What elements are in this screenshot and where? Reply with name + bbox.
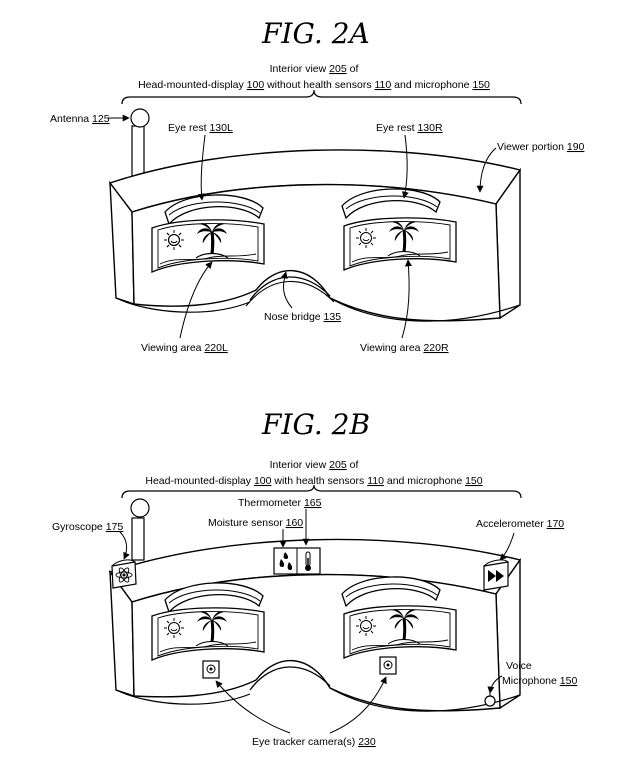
atom-icon — [111, 559, 137, 589]
moisture-sensor-label: Moisture sensor 160 — [208, 517, 303, 529]
eye-rest-right-label: Eye rest 130R — [376, 122, 443, 134]
fast-forward-icon — [483, 559, 509, 591]
thermometer-label: Thermometer 165 — [238, 497, 322, 509]
antenna-icon — [130, 498, 150, 561]
fig-2b-title: FIG. 2B — [261, 408, 370, 441]
eye-rest-left-label: Eye rest 130L — [168, 122, 233, 134]
thermometer-icon — [305, 551, 311, 571]
voice-label: Voice — [506, 660, 532, 672]
viewer-portion-label: Viewer portion 190 — [497, 141, 585, 153]
camera-icon — [379, 656, 397, 675]
accelerometer-label: Accelerometer 170 — [476, 518, 564, 530]
camera-icon — [202, 660, 220, 679]
eye-tracker-label: Eye tracker camera(s) 230 — [252, 736, 376, 748]
fig-2b-caption-line1: Interior view 205 of — [270, 459, 359, 471]
viewing-area-right-label: Viewing area 220R — [360, 342, 449, 354]
gyroscope-label: Gyroscope 175 — [52, 521, 123, 533]
fig-2a-caption-line2: Head-mounted-display 100 without health … — [138, 79, 490, 91]
fig-2b-leaders — [119, 509, 515, 734]
nose-bridge-label: Nose bridge 135 — [264, 311, 341, 323]
droplets-icon — [279, 552, 293, 570]
antenna-icon — [130, 108, 150, 177]
fig-2a-bracket — [121, 89, 522, 105]
viewing-area-left-label: Viewing area 220L — [141, 342, 228, 354]
microphone-icon — [484, 690, 496, 707]
fig-2a-leaders — [108, 114, 497, 339]
microphone-label: Microphone 150 — [502, 675, 577, 687]
fig-2a-title: FIG. 2A — [261, 17, 370, 50]
fig-2a-caption-line1: Interior view 205 of — [270, 63, 359, 75]
antenna-label: Antenna 125 — [50, 113, 110, 125]
fig-2b-bracket — [121, 484, 522, 499]
fig-2b-caption-line2: Head-mounted-display 100 with health sen… — [145, 475, 482, 487]
